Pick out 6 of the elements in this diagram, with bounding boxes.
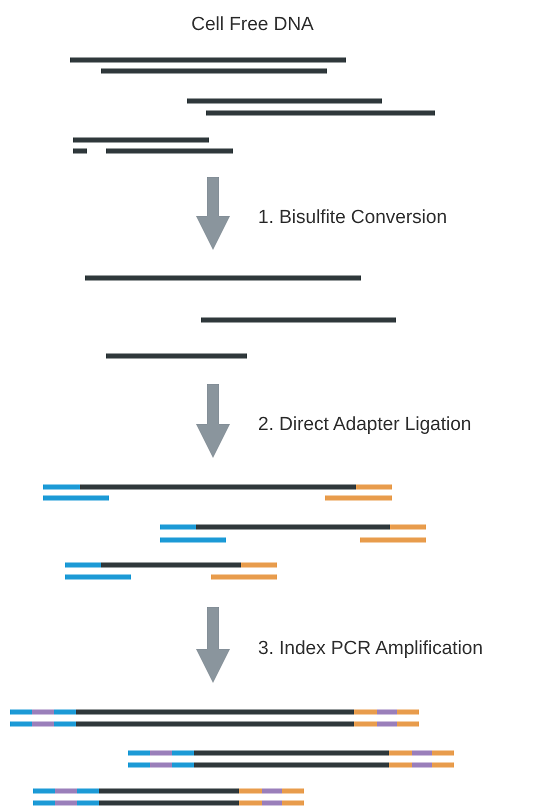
step-label: 3. Index PCR Amplification [258,638,483,660]
down-arrow [196,384,230,458]
stage-heading: Cell Free DNA [191,14,314,36]
down-arrow [196,607,230,683]
down-arrow [196,177,230,250]
step-label: 2. Direct Adapter Ligation [258,414,472,436]
